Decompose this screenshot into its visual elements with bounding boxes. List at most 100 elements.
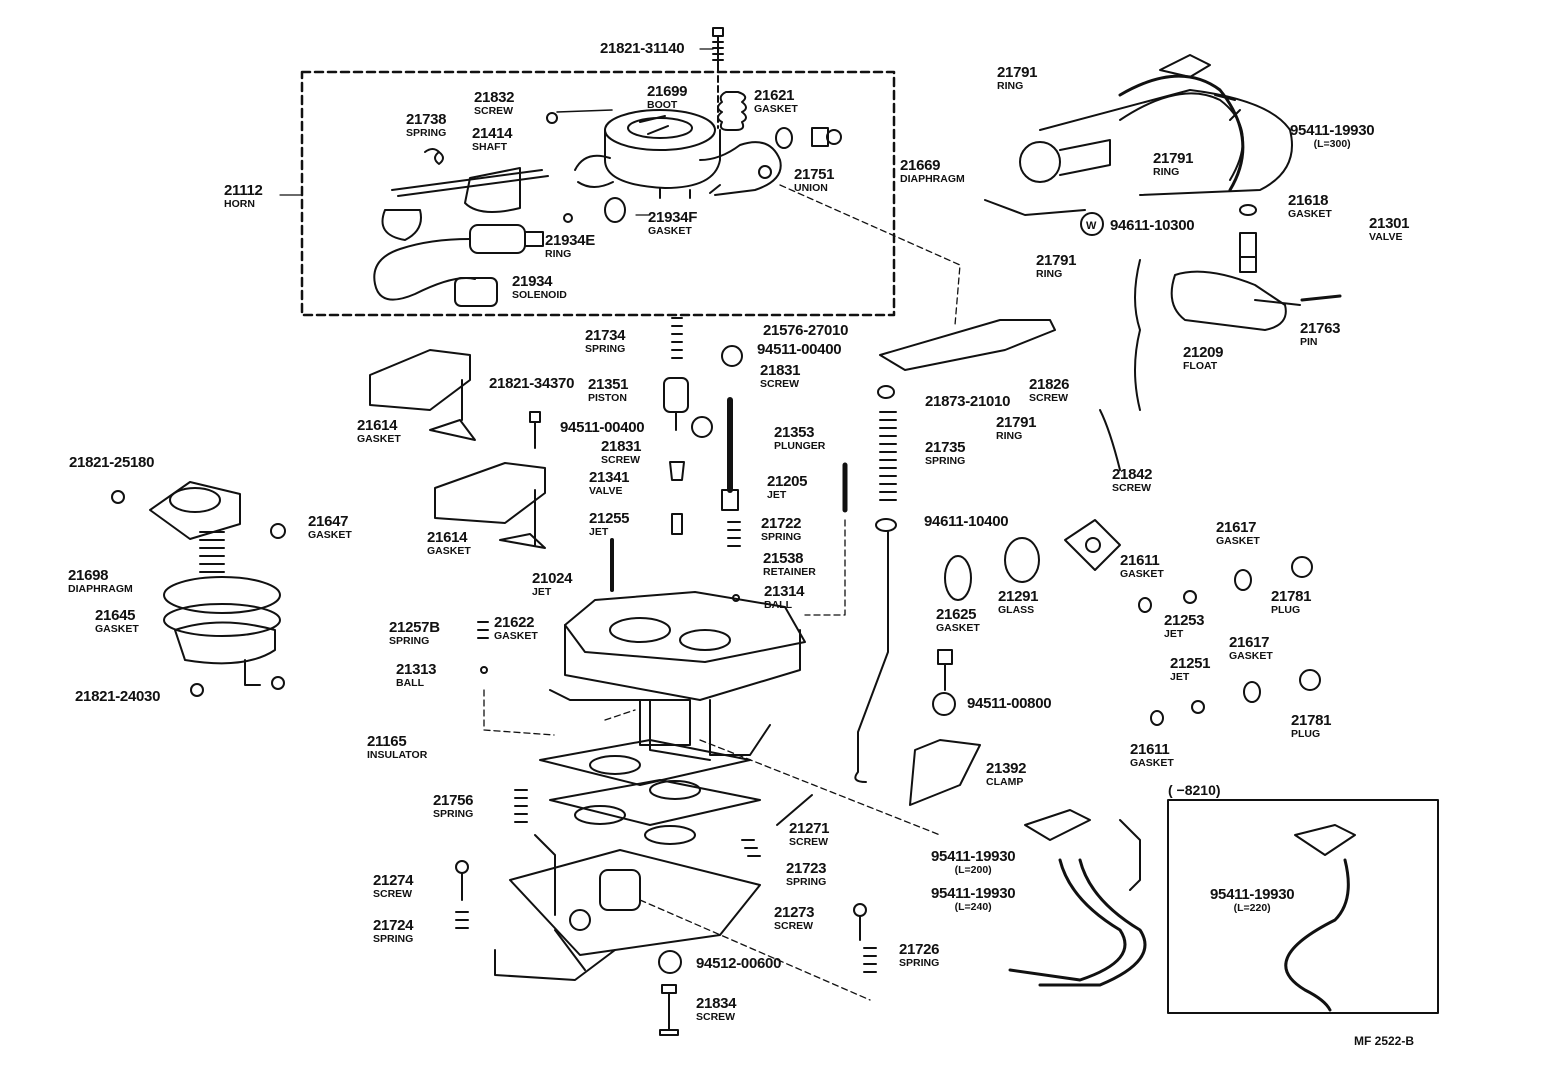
choke-plate-icon (464, 167, 521, 213)
hose-300-icon (1118, 74, 1245, 192)
pump-lever-icon (879, 319, 1056, 371)
jet-21251-icon (1191, 700, 1205, 714)
gasket-21842-plate-icon (1064, 519, 1121, 571)
plug-21781-upper-icon (1291, 556, 1313, 578)
part-label: 94511-00400 (757, 341, 842, 358)
part-label: 95411-19930(L=200) (931, 848, 1016, 876)
screw-21821-24030-icon (190, 683, 204, 697)
part-label: 94611-10300 (1110, 217, 1195, 234)
spring-21722-icon (727, 521, 741, 547)
piston-icon (663, 377, 689, 431)
part-label: 21821-24030 (75, 688, 161, 705)
linkage-rod-icon (1134, 259, 1141, 411)
part-label: 94511-00400 (560, 419, 645, 436)
part-label: 94512-00600 (696, 955, 782, 972)
ring-21934E-icon (563, 213, 573, 223)
part-label: 95411-19930(L=240) (931, 885, 1016, 913)
float-icon (1170, 270, 1301, 331)
gasket-21934F-icon (604, 197, 626, 223)
horn-group-frame (300, 70, 896, 317)
screw-21832-icon (546, 112, 558, 124)
hose-220-icon (1284, 858, 1350, 1012)
washer-94511-00800-icon (932, 692, 956, 716)
part-label: 94511-00800 (967, 695, 1052, 712)
needle-valve-icon (1239, 232, 1257, 273)
screw-21271-icon (776, 794, 813, 826)
spring-21734-icon (671, 317, 683, 359)
ball-21313-icon (480, 666, 488, 674)
choke-lever-icon (381, 209, 422, 241)
ball-21314-icon (732, 594, 740, 602)
hose-240-icon (1038, 858, 1147, 987)
top-screw-icon (712, 27, 724, 67)
plunger-icon (721, 397, 739, 511)
body-piece-upper-icon (369, 349, 471, 421)
gasket-21617-upper-icon (1234, 569, 1252, 591)
gasket-21617-lower-icon (1243, 681, 1261, 703)
variant-inset-frame (1167, 799, 1439, 1014)
gasket-21611-upper-icon (1138, 597, 1152, 613)
part-label: 95411-19930(L=220) (1210, 886, 1295, 914)
jet-21255-icon (671, 513, 683, 535)
spring-21257B-icon (477, 621, 489, 639)
pin-icon (1300, 294, 1342, 302)
air-horn-icon (574, 109, 782, 199)
pump-rod-icon (854, 531, 889, 783)
part-label: 21821-31140 (600, 40, 685, 57)
spring-21723-icon (741, 839, 761, 857)
shaft-icon (391, 169, 549, 197)
gasket-21614-lower-icon (499, 533, 546, 549)
reference-code: MF 2522-B (1354, 1034, 1415, 1048)
screw-21821-34370-icon (529, 411, 541, 449)
spring-21738-icon (424, 148, 444, 165)
link-21842-icon (1099, 409, 1121, 471)
diaphragm-spring-icon (199, 531, 225, 573)
washer-94511-00400-top-icon (721, 345, 743, 367)
screw-21821-25180-icon (111, 490, 125, 504)
spring-21726-icon (863, 947, 877, 973)
plug-21781-lower-icon (1299, 669, 1321, 691)
carburetor-body-icon (549, 591, 806, 761)
gasket-21611-lower-icon (1150, 710, 1164, 726)
part-label: 21576-27010 (763, 322, 849, 339)
